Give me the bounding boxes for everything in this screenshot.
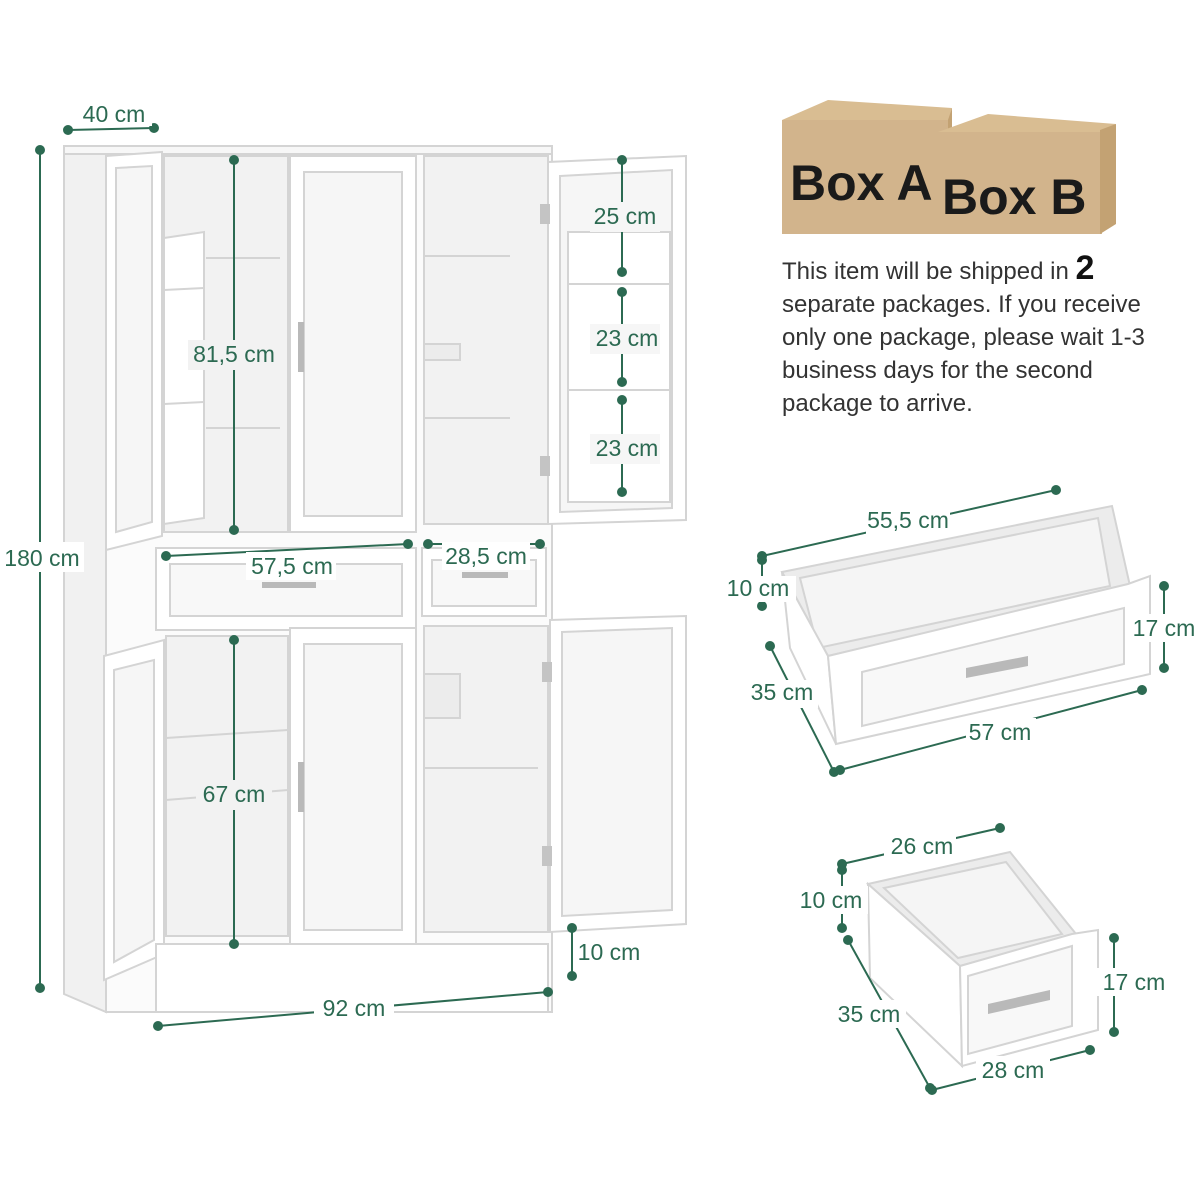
large-drawer-back-label: 55,5 cm bbox=[867, 507, 949, 533]
large-drawer-width-label: 57,5 cm bbox=[251, 553, 333, 579]
large-drawer-depth-label: 35 cm bbox=[751, 679, 814, 705]
door-shelf-mid-label: 23 cm bbox=[596, 325, 659, 351]
large-drawer-front-height-label: 17 cm bbox=[1133, 615, 1196, 641]
shipping-note: This item will be shipped in 2 separate p… bbox=[782, 249, 1182, 420]
small-drawer-front-width-label: 28 cm bbox=[982, 1057, 1045, 1083]
door-shelf-top-label: 25 cm bbox=[594, 203, 657, 229]
box-a-carton: Box A bbox=[782, 100, 952, 234]
cabinet-depth-label: 40 cm bbox=[83, 101, 146, 127]
small-drawer-front-height-label: 17 cm bbox=[1103, 969, 1166, 995]
large-drawer-inner-height-label: 10 cm bbox=[727, 575, 790, 601]
box-b-label: Box B bbox=[942, 169, 1086, 225]
large-drawer-front-width-label: 57 cm bbox=[969, 719, 1032, 745]
large-drawer-dimension-labels: 55,5 cm 10 cm 17 cm 35 cm 57 cm bbox=[720, 506, 1200, 746]
shipping-note-body: separate packages. If you receive only o… bbox=[782, 291, 1145, 417]
large-drawer-illustration bbox=[780, 504, 1151, 746]
shipping-note-prefix: This item will be shipped in bbox=[782, 258, 1069, 285]
upper-inner-height-label: 81,5 cm bbox=[193, 341, 275, 367]
small-drawer-inner-height-label: 10 cm bbox=[800, 887, 863, 913]
small-drawer-back-label: 26 cm bbox=[891, 833, 954, 859]
box-a-label: Box A bbox=[790, 155, 933, 211]
cabinet-height-label: 180 cm bbox=[4, 545, 79, 571]
small-drawer-depth-label: 35 cm bbox=[838, 1001, 901, 1027]
lower-inner-height-label: 67 cm bbox=[203, 781, 266, 807]
cabinet-illustration bbox=[63, 145, 687, 1014]
door-shelf-bottom-label: 23 cm bbox=[596, 435, 659, 461]
plinth-height-label: 10 cm bbox=[578, 939, 641, 965]
small-drawer-width-label: 28,5 cm bbox=[445, 543, 527, 569]
cabinet-width-label: 92 cm bbox=[323, 995, 386, 1021]
cabinet-dimension-labels: 40 cm 180 cm 81,5 cm 25 cm 23 cm 23 cm 5… bbox=[0, 100, 660, 1024]
small-drawer-dimension-labels: 26 cm 10 cm 17 cm 35 cm 28 cm bbox=[794, 832, 1170, 1084]
small-drawer-illustration bbox=[865, 850, 1099, 1069]
box-b-carton: Box B bbox=[936, 114, 1116, 234]
package-count: 2 bbox=[1075, 249, 1095, 287]
